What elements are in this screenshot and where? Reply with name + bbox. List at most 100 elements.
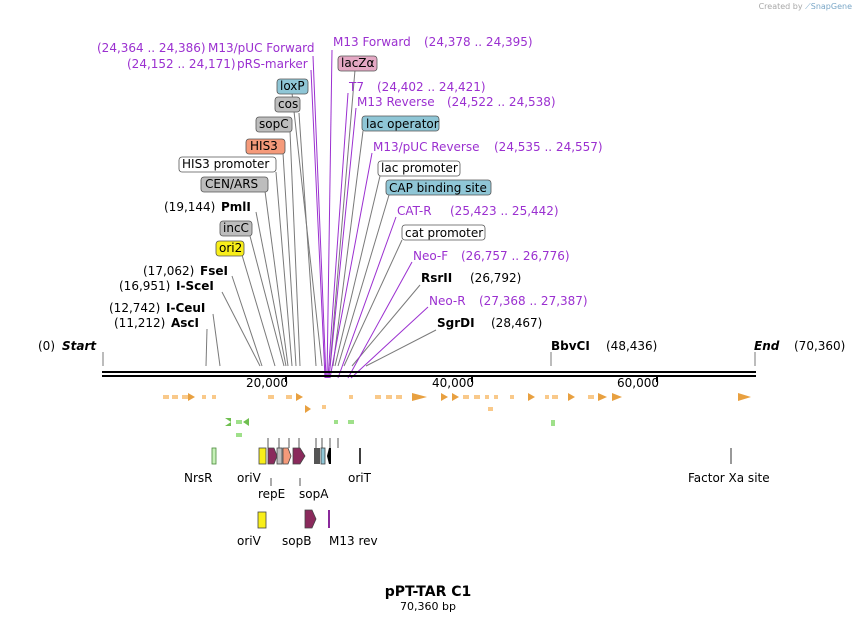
start-label: Start (62, 339, 97, 353)
asci-name: AscI (171, 316, 199, 330)
orf-marker (510, 395, 514, 399)
sopc-box (255, 116, 293, 133)
loxp-label: loxP (280, 79, 305, 93)
orf-marker (488, 407, 493, 411)
orf-marker (202, 395, 206, 399)
orf-marker (494, 395, 498, 399)
sopa-feature (292, 447, 306, 465)
lac-promoter-box (377, 160, 461, 177)
neo-r-name: Neo-R (429, 294, 466, 308)
cat-promoter-box (401, 224, 486, 241)
oriv-feature (258, 447, 267, 465)
orf-marker (485, 395, 489, 399)
label-nrsr: NrsR (184, 471, 213, 485)
label-m13-rev: M13 rev (329, 534, 378, 548)
neo-f-name: Neo-F (413, 249, 448, 263)
feature-lines-lower (267, 438, 339, 448)
end-coord: (70,360) (794, 339, 845, 353)
ori2-label: ori2 (219, 241, 242, 255)
orf-marker (552, 395, 558, 399)
m13-forward-coord: (24,378 .. 24,395) (424, 35, 533, 49)
lac-promoter-label: lac promoter (381, 161, 458, 175)
orf-arrow (738, 393, 751, 401)
orf-marker (474, 395, 480, 399)
orf-marker (236, 420, 242, 424)
orf-marker (375, 395, 381, 399)
loxp-box (276, 78, 309, 95)
cen-ars-feature (276, 447, 283, 465)
orf-arrow (243, 418, 249, 426)
label-orit: oriT (348, 471, 372, 485)
orf-marker (545, 395, 549, 399)
rsrii-name: RsrII (421, 271, 452, 285)
his3-box (245, 138, 286, 155)
orf-marker (463, 395, 469, 399)
lacz-feature (327, 448, 331, 464)
orf-arrow (452, 393, 459, 401)
start-coord: (0) (38, 339, 55, 353)
his3-feature (282, 447, 292, 465)
sopc-feature (314, 448, 320, 464)
orf-arrow (568, 393, 575, 401)
cen-ars-label: CEN/ARS (205, 177, 258, 191)
orf-marker (182, 395, 188, 399)
t7-coord: (24,402 .. 24,421) (377, 80, 486, 94)
cat-r-name: CAT-R (397, 204, 432, 218)
orf-marker (348, 420, 354, 424)
orf-marker (322, 405, 326, 409)
cat-r-coord: (25,423 .. 25,442) (450, 204, 559, 218)
orf-arrow (305, 405, 311, 413)
sequence-backbone (102, 371, 756, 382)
cat-promoter-label: cat promoter (405, 226, 483, 240)
fsei-coord: (17,062) (143, 264, 194, 278)
prs-marker-name: pRS-marker (237, 57, 308, 71)
sgrdi-coord: (28,467) (491, 316, 542, 330)
his3-promoter-label: HIS3 promoter (182, 157, 269, 171)
orf-arrow (441, 393, 448, 401)
sopc-label: sopC (259, 117, 289, 131)
label-repe: repE (258, 487, 285, 501)
label-factor-xa-site: Factor Xa site (688, 471, 770, 485)
nrsr-feature (211, 447, 217, 465)
neo-r-coord: (27,368 .. 27,387) (479, 294, 588, 308)
end-label: End (754, 339, 780, 353)
i-scei-coord: (16,951) (119, 279, 170, 293)
green-orf-track (225, 418, 555, 437)
orf-marker (334, 420, 338, 424)
orf-arrow (528, 393, 535, 401)
loxp-feature (320, 447, 326, 465)
m13-reverse-coord: (24,522 .. 24,538) (447, 95, 556, 109)
axis-tick-label: 20,000 (246, 376, 288, 390)
lac-operator-box (361, 115, 440, 132)
t7-name: T7 (348, 80, 364, 94)
orf-arrow (612, 393, 622, 401)
neo-f-coord: (26,757 .. 26,776) (461, 249, 570, 263)
incc-box (219, 220, 253, 237)
prs-marker-coord: (24,152 .. 24,171) (127, 57, 236, 71)
plasmid-name: pPT-TAR C1 (385, 584, 472, 600)
rsrii-coord: (26,792) (470, 271, 521, 285)
orf-marker (212, 395, 216, 399)
oriv-feature-2 (257, 511, 267, 529)
i-ceui-coord: (12,742) (109, 301, 160, 315)
sopb-feature (304, 509, 317, 529)
i-scei-name: I-SceI (176, 279, 214, 293)
feature-connector-lines (102, 69, 756, 367)
incc-label: incC (223, 221, 249, 235)
orf-track (163, 393, 751, 413)
m13-puc-forward-name: M13/pUC Forward (208, 41, 315, 55)
m13-forward-name: M13 Forward (333, 35, 411, 49)
orf-marker (396, 395, 402, 399)
orf-arrow (598, 393, 607, 401)
lacz-alpha-label: lacZα (341, 56, 375, 70)
m13-puc-reverse-name: M13/pUC Reverse (373, 140, 480, 154)
orf-marker (163, 395, 169, 399)
pmli-name: PmlI (221, 200, 251, 214)
axis-tick-label: 60,000 (617, 376, 659, 390)
lacz-alpha-box (337, 55, 378, 72)
orf-arrow (412, 393, 427, 401)
orf-arrow (225, 418, 231, 426)
credit-prefix: Created by (758, 2, 803, 11)
label-sopa: sopA (299, 487, 329, 501)
orf-marker (551, 420, 555, 426)
